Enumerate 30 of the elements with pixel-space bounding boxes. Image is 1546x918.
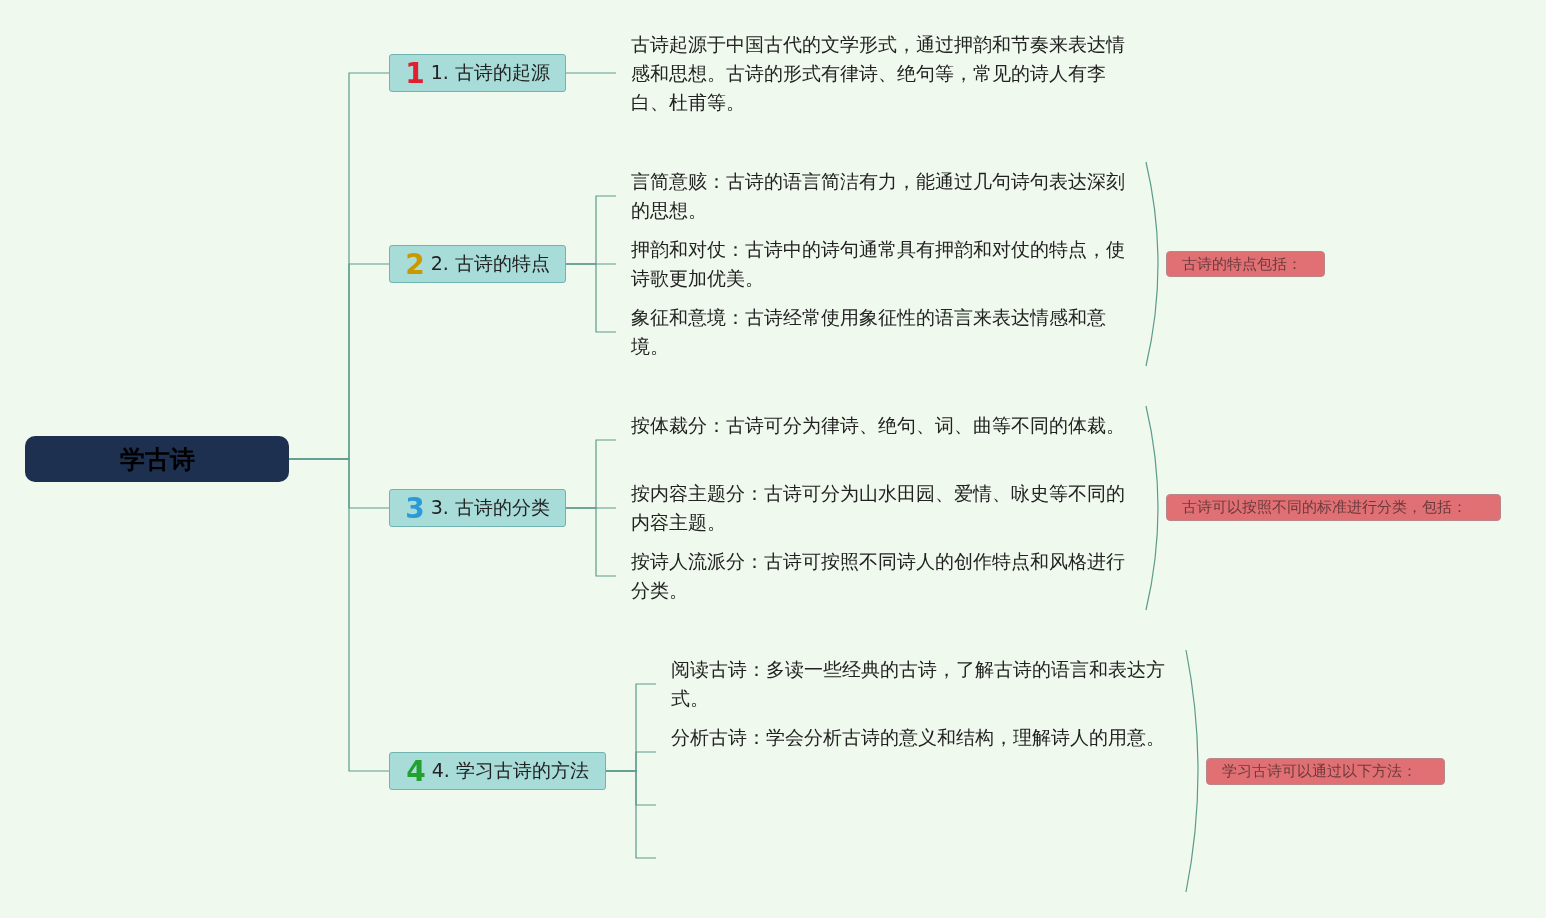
summary-box: 古诗的特点包括：: [1166, 251, 1325, 277]
connector-line: [565, 507, 617, 577]
detail-text: 阅读古诗：多读一些经典的古诗，了解古诗的语言和表达方式。: [671, 655, 1181, 713]
detail-text: 按诗人流派分：古诗可按照不同诗人的创作特点和风格进行分类。: [631, 547, 1141, 605]
detail-text: 按体裁分：古诗可分为律诗、绝句、词、曲等不同的体裁。: [631, 411, 1141, 469]
detail-text: 分析古诗：学会分析古诗的意义和结构，理解诗人的用意。: [671, 723, 1181, 781]
number-icon: 3: [405, 491, 425, 525]
connector-line: [605, 770, 657, 859]
topic-label: 2. 古诗的特点: [430, 251, 550, 276]
topic-box: [389, 489, 566, 527]
detail-text: 古诗起源于中国古代的文学形式，通过押韵和节奏来表达情感和思想。古诗的形式有律诗、绝句等，常见的诗人有李白、杜甫等。: [631, 30, 1141, 118]
detail-text: 象征和意境：古诗经常使用象征性的语言来表达情感和意境。: [631, 303, 1141, 361]
number-icon: 4: [406, 754, 426, 788]
topic-box: [389, 752, 606, 790]
connector-line: [565, 263, 617, 333]
detail-text: 言简意赅：古诗的语言简洁有力，能通过几句诗句表达深刻的思想。: [631, 167, 1141, 225]
connector-line: [288, 458, 390, 772]
central-topic-box: 学古诗: [25, 436, 289, 482]
summary-box: 古诗可以按照不同的标准进行分类，包括：: [1166, 494, 1501, 521]
connector-line: [565, 72, 617, 74]
topic-box: [389, 54, 566, 92]
topic-label: 3. 古诗的分类: [430, 495, 550, 520]
topic-label: 1. 古诗的起源: [430, 60, 550, 85]
detail-text: 按内容主题分：古诗可分为山水田园、爱情、咏史等不同的内容主题。: [631, 479, 1141, 537]
summary-box: 学习古诗可以通过以下方法：: [1206, 758, 1445, 785]
number-icon: 2: [405, 247, 425, 281]
detail-text: 押韵和对仗：古诗中的诗句通常具有押韵和对仗的特点，使诗歌更加优美。: [631, 235, 1141, 293]
topic-box: [389, 245, 566, 283]
number-icon: 1: [405, 56, 425, 90]
topic-label: 4. 学习古诗的方法: [431, 758, 589, 783]
